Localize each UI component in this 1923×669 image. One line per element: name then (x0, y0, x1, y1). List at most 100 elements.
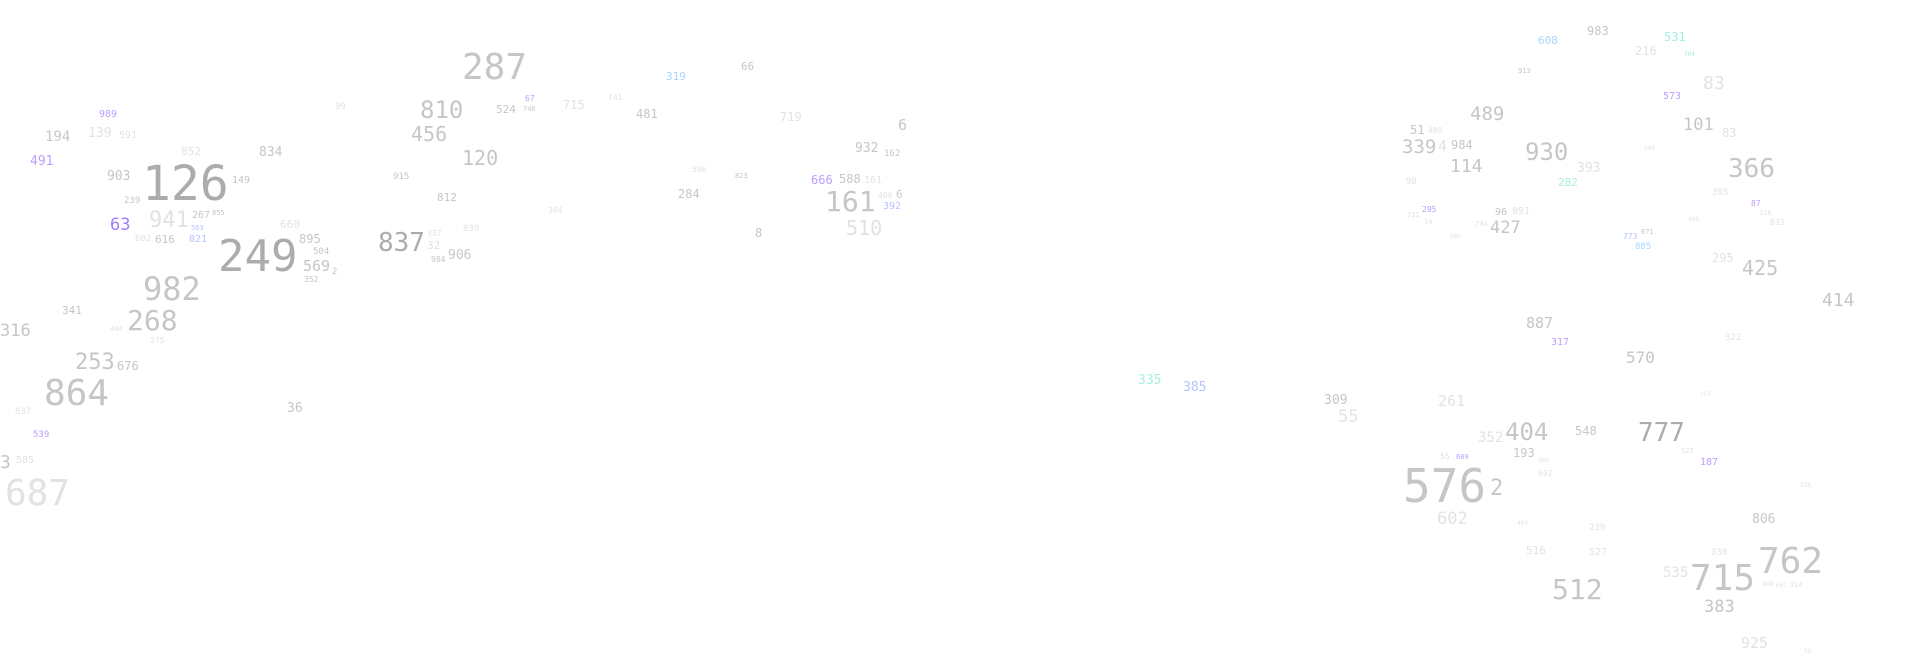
number-label: 414 (1822, 290, 1855, 311)
number-label: 295 (1422, 205, 1437, 214)
number-label: 549 (1644, 145, 1655, 152)
number-label: 915 (393, 172, 410, 182)
number-label: 282 (1558, 176, 1578, 189)
number-label: 126 (142, 156, 229, 212)
number-label: 512 (1552, 573, 1603, 606)
number-label: 812 (437, 191, 457, 204)
number-label: 295 (1712, 251, 1734, 265)
number-label: 153 (1700, 391, 1711, 398)
number-label: 504 (313, 247, 330, 257)
number-label: 535 (1663, 565, 1689, 581)
number-label: 101 (1683, 115, 1714, 135)
number-label: 591 (119, 130, 138, 141)
number-label: 63 (110, 215, 131, 235)
number-label: 335 (1138, 373, 1162, 388)
number-label: 337 (427, 229, 442, 238)
number-label: 821 (189, 234, 208, 245)
number-label: 602 (1437, 509, 1468, 529)
number-label: 249 (218, 231, 298, 282)
number-label: 719 (780, 110, 802, 124)
number-label: 569 (303, 257, 331, 275)
number-label: 139 (88, 126, 112, 141)
number-label: 456 (411, 122, 448, 146)
number-label: 510 (846, 216, 883, 240)
number-label: 339 (1402, 136, 1437, 158)
number-label: 284 (678, 187, 700, 201)
number-label: 932 (855, 141, 879, 156)
number-label: 837 (15, 407, 32, 417)
number-label: 466 (1688, 216, 1699, 223)
number-label: 573 (1663, 91, 1682, 102)
number-label: 839 (463, 224, 480, 234)
number-label: 395 (1712, 188, 1729, 198)
number-label: 275 (150, 336, 165, 345)
number-label: 4 (1438, 137, 1448, 155)
number-label: 309 (1324, 393, 1348, 408)
number-label: 887 (1526, 314, 1554, 332)
number-label: 317 (1551, 337, 1570, 348)
number-label: 87 (1751, 199, 1761, 208)
number-label: 794 (1475, 220, 1488, 228)
number-label: 864 (44, 373, 110, 414)
number-label: 895 (299, 232, 321, 246)
number-label: 2 (1490, 476, 1504, 501)
number-label: 666 (811, 173, 833, 187)
number-label: 404 (1505, 418, 1549, 446)
number-label: 984 (1451, 138, 1473, 152)
number-label: 98 (1406, 177, 1417, 187)
number-label: 406 (878, 191, 893, 200)
number-label: 687 (5, 473, 71, 514)
number-label: 608 (1538, 34, 1558, 47)
number-label: 55 (1440, 452, 1450, 461)
number-label: 506 (692, 165, 707, 174)
number-label: 903 (107, 169, 131, 184)
number-label: 806 (1752, 512, 1776, 527)
number-label: 239 (1589, 523, 1606, 533)
number-label: 425 (1742, 256, 1779, 280)
number-label: 393 (1577, 161, 1601, 176)
number-label: 6 (898, 116, 908, 134)
number-label: 392 (883, 201, 902, 212)
number-label: 481 (636, 107, 658, 121)
number-label: 403 (1517, 520, 1528, 527)
number-label: 676 (117, 359, 139, 373)
number-label: 762 (1758, 541, 1824, 582)
number-label: 51 (1410, 123, 1425, 137)
number-label: 834 (259, 145, 283, 160)
number-label: 570 (1626, 348, 1655, 367)
number-label: 226 (1759, 209, 1772, 217)
number-label: 563 (191, 224, 204, 232)
number-label: 83 (1722, 126, 1737, 140)
number-label: 773 (1623, 232, 1638, 241)
number-label: 989 (99, 109, 118, 120)
number-label: 848 (1763, 581, 1774, 588)
number-label: 36 (287, 401, 303, 416)
number-label: 216 (1635, 44, 1657, 58)
number-label: 120 (462, 146, 499, 170)
number-label: 885 (1635, 242, 1652, 252)
number-label: 852 (181, 145, 201, 158)
number-label: 528 (1800, 482, 1811, 489)
number-label: 304 (548, 206, 563, 215)
number-label: 352 (304, 275, 319, 284)
number-label: 539 (33, 430, 50, 440)
number-label: 141 (608, 93, 623, 102)
number-label: 925 (1741, 634, 1769, 652)
number-label: 516 (1526, 544, 1546, 557)
number-label: 671 (1641, 228, 1654, 236)
number-label: 704 (1684, 51, 1695, 58)
number-label: 253 (75, 350, 115, 375)
number-label: 823 (735, 172, 748, 180)
number-label: 833 (1770, 218, 1785, 227)
number-label: 941 (149, 208, 189, 233)
number-label: 6 (896, 188, 903, 201)
number-label: 983 (1587, 24, 1609, 38)
number-label: 316 (0, 321, 31, 341)
number-label: 715 (1690, 558, 1756, 599)
number-label: 8 (755, 226, 763, 240)
number-label: 2 (332, 267, 338, 277)
number-label: 14 (1424, 218, 1433, 226)
number-label: 906 (448, 248, 472, 263)
number-label: 930 (1525, 138, 1569, 166)
